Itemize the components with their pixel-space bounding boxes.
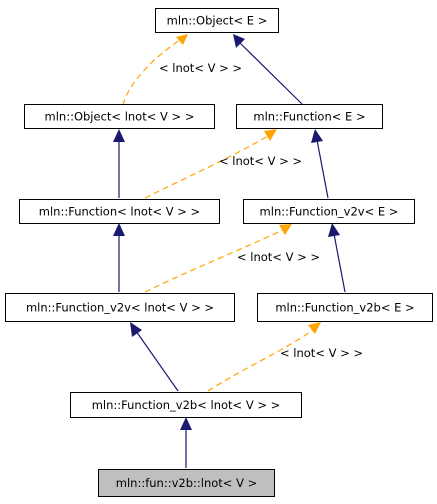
arrowhead-template-function-v2v [279,224,292,235]
class-node-function-v2v-e-label: mln::Function_v2v< E > [260,205,399,219]
class-node-object-e-label: mln::Object< E > [167,14,268,28]
class-node-function-e-label: mln::Function< E > [253,110,365,124]
class-node-function-v2b-e[interactable]: mln::Function_v2b< E > [257,293,433,322]
arrowhead-inherit-function-v2v-e [328,223,340,237]
arrowhead-template-function [264,129,277,141]
edge-inherit-function-v2v-e-to-function-e [316,139,329,199]
edge-label-template-function-v2v: < lnot< V > > [237,250,320,264]
class-node-function-v2b-lnot-label: mln::Function_v2b< lnot< V > > [92,398,281,412]
edge-template-function [144,135,269,199]
class-node-function-v2v-e[interactable]: mln::Function_v2v< E > [243,199,415,224]
class-node-object-e[interactable]: mln::Object< E > [155,8,279,33]
edge-label-template-function-v2b: < lnot< V > > [280,346,363,360]
edge-label-template-function: < lnot< V > > [219,154,302,168]
class-node-function-v2v-lnot-label: mln::Function_v2v< lnot< V > > [26,301,214,315]
class-node-function-v2b-e-label: mln::Function_v2b< E > [275,301,414,315]
class-node-fun-v2b-lnot-current: mln::fun::v2b::lnot< V > [98,469,275,497]
arrowhead-inherit-function-v2b-lnot [180,417,192,430]
edge-template-function-v2v [144,229,284,293]
arrowhead-inherit-function-v2v-lnot [130,322,142,337]
class-node-function-v2v-lnot[interactable]: mln::Function_v2v< lnot< V > > [5,293,235,322]
edge-label-template-object: < lnot< V > > [159,61,242,75]
arrowhead-inherit-function-lnot [113,223,125,236]
class-node-function-v2b-lnot[interactable]: mln::Function_v2b< lnot< V > > [70,392,302,418]
edge-inherit-function-e-to-object-e [239,42,303,105]
arrowhead-inherit-object-e [233,34,245,48]
edge-template-function-v2b [207,329,314,392]
edge-inherit-function-v2b-lnot-to-function-v2v-lnot [135,330,179,392]
arrowhead-inherit-object-lnot [113,129,125,142]
class-node-function-lnot-label: mln::Function< lnot< V > > [39,205,200,219]
class-node-object-lnot[interactable]: mln::Object< lnot< V > > [24,104,215,129]
arrowhead-inherit-function-e [311,129,323,143]
class-node-function-e[interactable]: mln::Function< E > [236,104,383,129]
class-node-object-lnot-label: mln::Object< lnot< V > > [45,110,195,124]
arrowhead-template-function-v2b [308,322,321,334]
class-node-fun-v2b-lnot-label: mln::fun::v2b::lnot< V > [116,476,257,490]
edge-inherit-function-v2b-e-to-function-v2v-e [333,233,346,293]
class-node-function-lnot[interactable]: mln::Function< lnot< V > > [19,199,220,224]
arrowhead-template-object [176,34,188,45]
